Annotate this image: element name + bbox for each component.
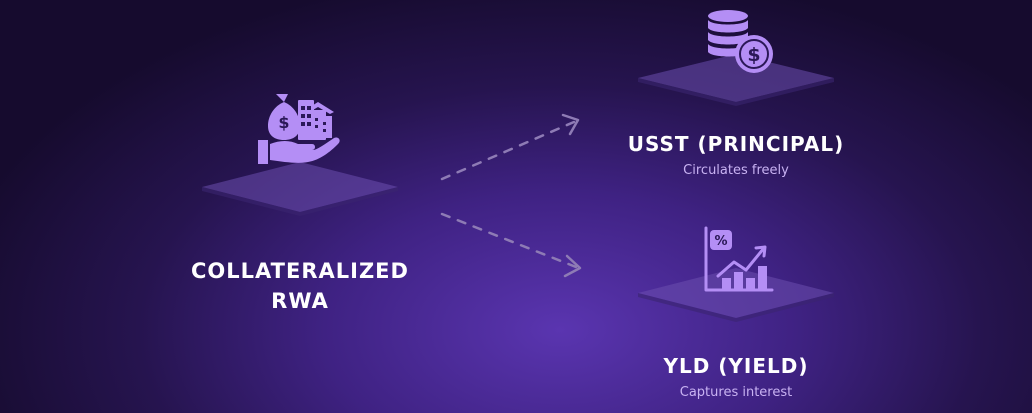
arrow-to-yield [440,212,578,269]
arrow-head-principal [561,113,580,136]
principal-title: USST (PRINCIPAL) [627,132,845,156]
yield-platform [638,268,834,322]
yield-title: YLD (YIELD) [663,354,809,378]
principal-subtitle: Circulates freely [683,163,789,178]
source-title-line2: RWA [271,289,329,313]
yield-subtitle: Captures interest [679,385,793,400]
percent-growth-chart-icon: % [704,226,774,292]
coin-stack-dollar-icon: $ [708,10,773,73]
arrow-to-principal [440,120,576,181]
source-title: COLLATERALIZED RWA [150,256,450,316]
svg-text:%: % [714,234,727,249]
hand-holding-assets-icon: $ [258,94,340,164]
svg-text:$: $ [278,113,289,132]
principal-platform [638,54,834,106]
source-platform [202,162,398,216]
svg-text:$: $ [747,44,760,66]
source-title-line1: COLLATERALIZED [191,259,409,283]
arrow-head-yield [563,254,582,278]
